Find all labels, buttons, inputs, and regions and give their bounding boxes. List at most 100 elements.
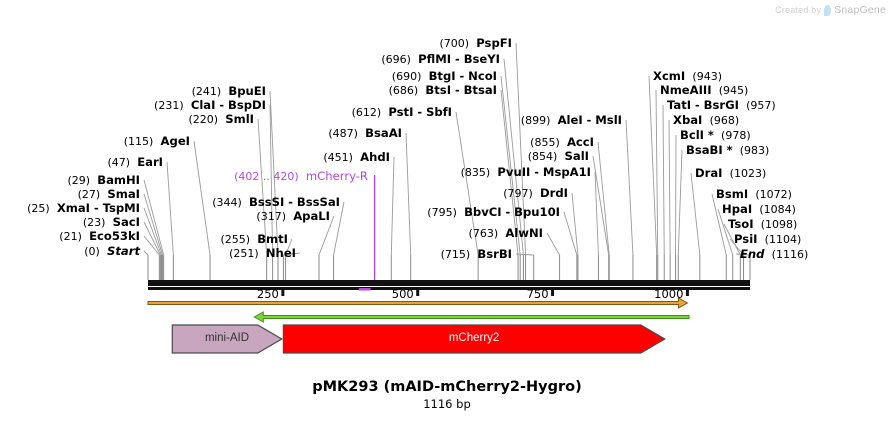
restriction-site-label: XcmI (943)	[653, 70, 722, 84]
restriction-site-label: (451) AhdI	[0, 151, 390, 165]
site-position: (344)	[212, 196, 242, 209]
restriction-site-label: NmeAIII (945)	[660, 84, 748, 98]
enzyme-name: BssSaI	[296, 195, 340, 209]
site-position: (943)	[692, 70, 722, 83]
enzyme-name: HpaI	[722, 202, 753, 216]
sequence-length-label: 1116 bp	[423, 397, 471, 411]
enzyme-name: TatI	[667, 98, 692, 112]
enzyme-name: AgeI	[160, 134, 190, 148]
restriction-site-label: (220) SmlI	[0, 113, 255, 127]
site-leader-line	[690, 172, 701, 256]
ruler-tick-label: 250	[256, 287, 279, 301]
site-leader-line	[193, 140, 211, 256]
enzyme-name: BmtI	[257, 232, 288, 246]
ruler-tick	[551, 287, 555, 296]
map-title-block: pMK293 (mAID-mCherry2-Hygro) 1116 bp	[0, 379, 894, 411]
tracks-group	[147, 297, 690, 323]
site-leader-line	[571, 192, 579, 256]
site-leader-line	[166, 161, 174, 256]
enzyme-name: BtsI	[425, 83, 452, 97]
enzyme-name: BamHI	[97, 173, 140, 187]
enzyme-name: TspMI	[102, 201, 140, 215]
enzyme-name: DrdI	[540, 186, 568, 200]
restriction-site-label: BclI * (978)	[680, 129, 751, 143]
site-leader-line	[143, 193, 163, 256]
enzyme-name: BseYI	[463, 52, 500, 66]
site-leader-line	[500, 89, 519, 256]
restriction-site-label: (763) AlwNI	[0, 227, 543, 241]
enzyme-name: MslI	[595, 113, 622, 127]
green-track-arrow-shape	[253, 311, 690, 323]
restriction-site-label: BsmI (1072)	[716, 187, 792, 202]
site-leader-line	[677, 149, 683, 256]
site-position: (29)	[67, 174, 91, 187]
site-position: (251)	[229, 247, 259, 260]
site-leader-line	[515, 42, 527, 256]
restriction-site-label: DraI (1023)	[695, 166, 767, 181]
primer-group[interactable]	[358, 175, 376, 291]
enzyme-separator: -	[284, 196, 297, 209]
features-group[interactable]	[171, 324, 666, 354]
restriction-site-label: (854) SalI	[0, 150, 589, 164]
restriction-site-label: (0) Start	[0, 245, 140, 259]
page-title: pMK293 (mAID-mCherry2-Hygro)	[312, 379, 582, 395]
enzyme-name: BsrGI	[703, 98, 739, 112]
site-position: (968)	[709, 114, 740, 127]
site-leader-line	[455, 111, 479, 256]
restriction-site-label: (795) BbvCI - Bpu10I	[0, 206, 560, 220]
enzyme-name: SmaI	[107, 187, 140, 201]
snapgene-leaf-icon	[824, 4, 832, 16]
enzyme-separator: -	[90, 202, 103, 215]
enzyme-separator: -	[413, 106, 426, 119]
restriction-site-label: (255) BmtI	[0, 232, 288, 247]
site-position: (231)	[154, 99, 184, 112]
site-position: (1098)	[760, 218, 798, 231]
site-leader-line	[668, 119, 671, 256]
site-leader-line	[405, 132, 412, 256]
site-leader-line	[711, 193, 727, 256]
feature-mini-AID[interactable]	[171, 324, 283, 354]
primer-label-mCherry-R: (402 .. 420) mCherry-R	[0, 169, 368, 184]
site-position: (1116)	[771, 248, 809, 261]
site-position: (47)	[107, 156, 131, 169]
site-leader-line	[143, 179, 165, 256]
enzyme-name: PsiI	[734, 232, 758, 246]
site-position: (690)	[391, 70, 422, 83]
restriction-site-label: (696) PflMI - BseYI	[0, 52, 500, 67]
restriction-site-label: (700) PspFI	[0, 36, 512, 51]
site-position: (1072)	[755, 188, 792, 201]
enzyme-name: XmaI	[56, 201, 91, 215]
site-position: (27)	[77, 188, 101, 201]
enzyme-name: BsaAI	[365, 126, 402, 140]
site-position: (487)	[328, 127, 358, 140]
site-position: (451)	[323, 151, 353, 164]
site-position: (1023)	[729, 167, 767, 180]
site-position: (983)	[739, 144, 770, 157]
enzyme-name: BsmI	[716, 187, 749, 201]
restriction-site-label: (835) PvuII - MspA1I	[0, 166, 591, 180]
enzyme-name: TsoI	[728, 217, 754, 231]
site-leader-line	[723, 223, 741, 256]
enzyme-name: SbfI	[425, 105, 452, 119]
restriction-site-label: (686) BtsI - BtsaI	[0, 83, 497, 98]
watermark-created-by-label: Created by	[775, 5, 822, 15]
restriction-site-label: (115) AgeI	[0, 134, 190, 149]
primer-mCherry-R-marker[interactable]	[358, 288, 371, 291]
site-leader-line	[546, 232, 560, 256]
enzyme-name: ApaLI	[293, 209, 330, 223]
enzyme-name: PspFI	[476, 36, 512, 50]
site-leader-line	[143, 207, 162, 256]
enzyme-name: AccI	[566, 135, 594, 149]
restriction-site-label: (251) NheI	[0, 247, 296, 261]
enzyme-name: PstI	[388, 105, 414, 119]
site-leader-line	[269, 90, 279, 256]
enzyme-name: DraI	[695, 166, 723, 180]
site-leader-line	[515, 253, 534, 256]
primer-name: mCherry-R	[305, 169, 368, 183]
restriction-site-label: (23) SacI	[0, 216, 140, 230]
site-leader-line	[143, 235, 160, 256]
enzyme-name: EarI	[137, 155, 163, 169]
feature-mCherry2[interactable]	[282, 324, 666, 354]
enzyme-separator: -	[691, 99, 704, 112]
restriction-site-label: (21) Eco53kI	[0, 230, 140, 244]
